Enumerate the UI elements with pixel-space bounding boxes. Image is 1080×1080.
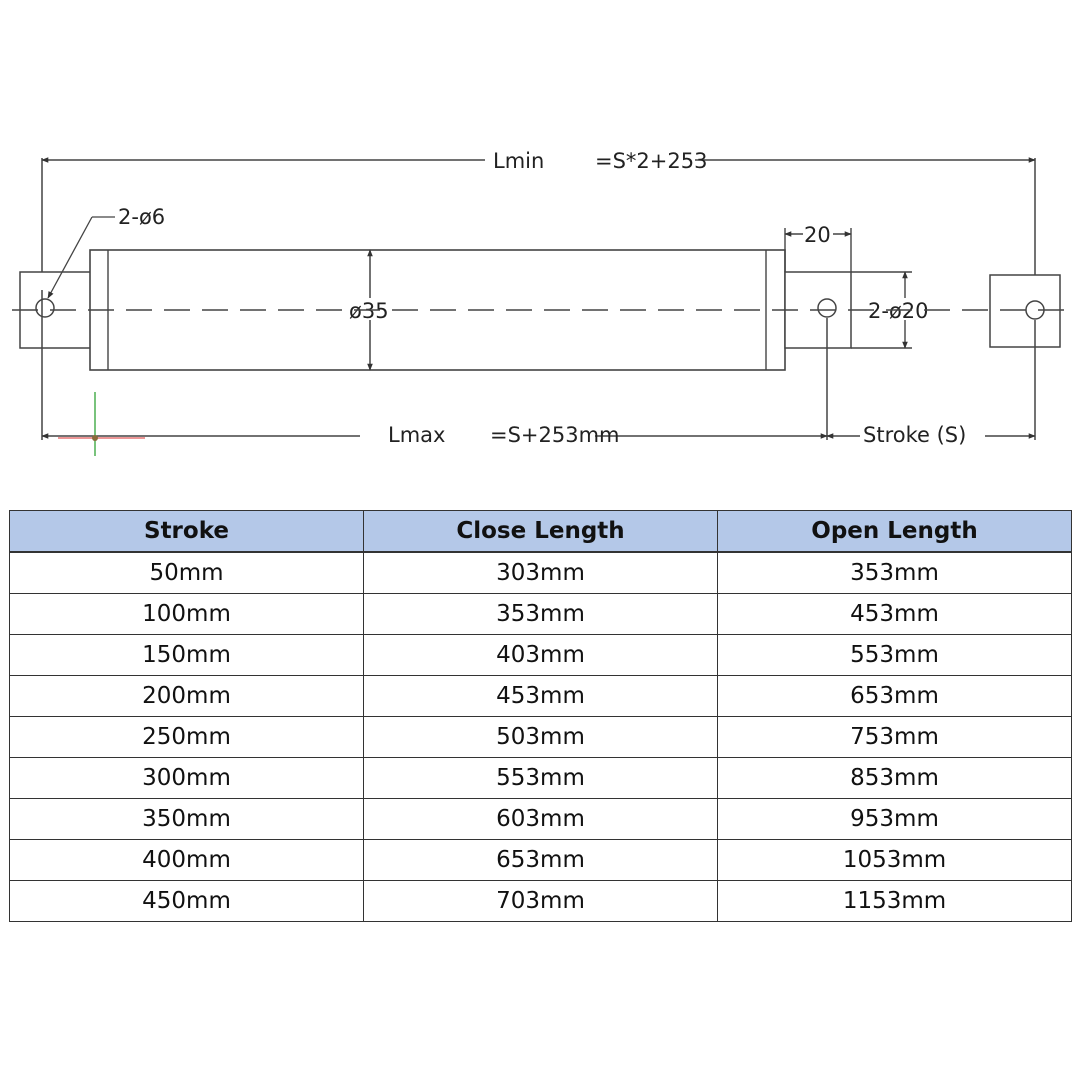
table-row: 450mm 703mm 1153mm xyxy=(9,880,1072,922)
open-length-cell: 653mm xyxy=(717,675,1072,717)
rod-end-hole xyxy=(817,298,837,318)
stroke-cell: 250mm xyxy=(9,716,364,758)
close-length-cell: 703mm xyxy=(363,880,718,922)
stroke-cell: 350mm xyxy=(9,798,364,840)
close-length-cell: 503mm xyxy=(363,716,718,758)
left-mount-hole xyxy=(35,298,55,318)
stroke-cell: 50mm xyxy=(9,551,364,594)
open-length-cell: 753mm xyxy=(717,716,1072,758)
stroke-cell: 200mm xyxy=(9,675,364,717)
table-row: 200mm 453mm 653mm xyxy=(9,675,1072,717)
table-row: 150mm 403mm 553mm xyxy=(9,634,1072,676)
table-row: 400mm 653mm 1053mm xyxy=(9,839,1072,881)
open-length-cell: 1153mm xyxy=(717,880,1072,922)
table-row: 350mm 603mm 953mm xyxy=(9,798,1072,840)
lmax-formula: =S+253mm xyxy=(490,423,620,447)
table-row: 250mm 503mm 753mm xyxy=(9,716,1072,758)
stroke-cell: 300mm xyxy=(9,757,364,799)
open-length-cell: 1053mm xyxy=(717,839,1072,881)
close-length-cell: 603mm xyxy=(363,798,718,840)
open-length-cell: 453mm xyxy=(717,593,1072,635)
open-length-cell: 553mm xyxy=(717,634,1072,676)
lmax-label: Lmax xyxy=(388,423,445,447)
close-length-cell: 403mm xyxy=(363,634,718,676)
lmin-formula: =S*2+253 xyxy=(595,149,707,173)
open-length-cell: 353mm xyxy=(717,551,1072,594)
stroke-cell: 100mm xyxy=(9,593,364,635)
open-length-cell: 853mm xyxy=(717,757,1072,799)
hole-callout-label: 2-ø6 xyxy=(118,205,165,229)
close-length-cell: 303mm xyxy=(363,551,718,594)
end-width-label: 20 xyxy=(804,223,831,247)
header-close-length: Close Length xyxy=(363,510,718,553)
actuator-dimension-drawing: Lmin =S*2+253 2-ø6 ø35 20 2-ø20 xyxy=(12,149,1075,456)
header-open-length: Open Length xyxy=(717,510,1072,553)
stroke-cell: 450mm xyxy=(9,880,364,922)
lmin-label: Lmin xyxy=(493,149,544,173)
close-length-cell: 453mm xyxy=(363,675,718,717)
end-width-dimension xyxy=(784,228,852,272)
open-length-cell: 953mm xyxy=(717,798,1072,840)
table-row: 50mm 303mm 353mm xyxy=(9,551,1072,594)
table-row: 100mm 353mm 453mm xyxy=(9,593,1072,635)
hole-callout-leader xyxy=(47,216,115,299)
table-row: 300mm 553mm 853mm xyxy=(9,757,1072,799)
stroke-length-table: Stroke Close Length Open Length 50mm 303… xyxy=(9,510,1072,922)
header-stroke: Stroke xyxy=(9,510,364,553)
close-length-cell: 653mm xyxy=(363,839,718,881)
table-header-row: Stroke Close Length Open Length xyxy=(9,510,1072,553)
lmin-dimension xyxy=(41,157,1036,290)
extended-mount-block xyxy=(989,274,1061,348)
close-length-cell: 553mm xyxy=(363,757,718,799)
stroke-cell: 150mm xyxy=(9,634,364,676)
stroke-cell: 400mm xyxy=(9,839,364,881)
close-length-cell: 353mm xyxy=(363,593,718,635)
tube-diameter-label: ø35 xyxy=(349,299,389,323)
cad-cursor-marker xyxy=(58,392,145,456)
stroke-dimension xyxy=(826,320,1036,440)
rod-diameter-label: 2-ø20 xyxy=(868,299,929,323)
stroke-label: Stroke (S) xyxy=(863,423,966,447)
